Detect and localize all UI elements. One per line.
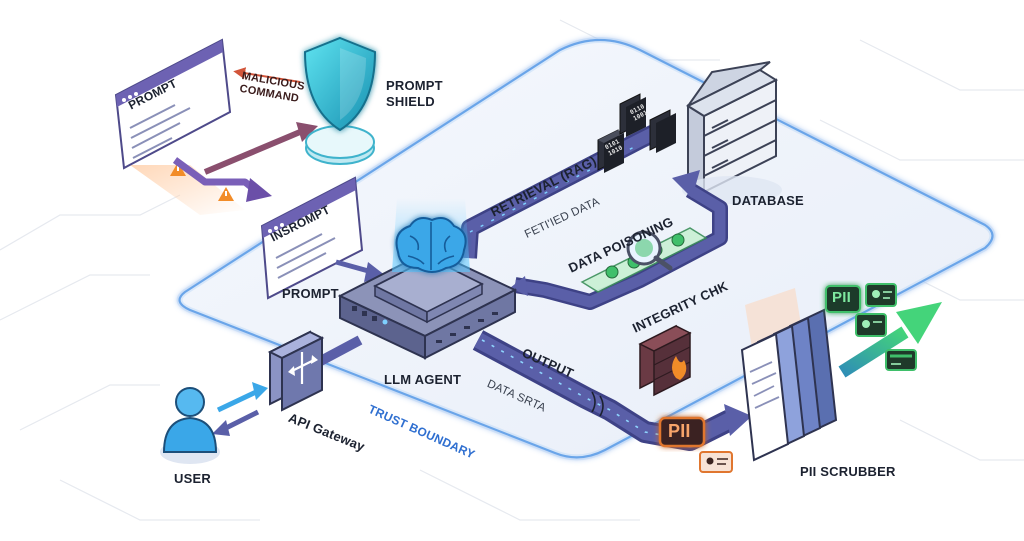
sanitized-output-arrow xyxy=(838,326,909,378)
prompt-label: PROMPT xyxy=(282,286,339,301)
data-block xyxy=(619,93,646,137)
id-card-icon xyxy=(699,451,733,473)
id-card-icon xyxy=(855,313,887,337)
database-label: DATABASE xyxy=(732,193,804,208)
conduit-break-marks xyxy=(591,391,604,417)
prompt-window xyxy=(260,176,364,300)
pii-badge xyxy=(658,416,706,448)
warning-icon xyxy=(218,187,234,201)
magnifier-icon xyxy=(626,230,673,271)
database-server xyxy=(682,61,782,204)
data-block xyxy=(649,109,676,153)
data-block xyxy=(597,129,624,173)
pii-badge-green xyxy=(825,285,861,313)
trust-boundary-platform xyxy=(178,38,994,459)
malicious-prompt-window xyxy=(114,38,232,170)
malicious-command-arrow xyxy=(233,67,301,83)
card-icon xyxy=(885,349,917,371)
prompt-shield xyxy=(303,36,377,165)
user-label: USER xyxy=(174,471,211,486)
pii-scrubber-documents xyxy=(740,288,838,462)
pii-scrubber-label: PII SCRUBBER xyxy=(800,464,896,479)
upward-arrowhead xyxy=(672,170,700,198)
prompt-shield-label: PROMPT SHIELD xyxy=(386,78,443,109)
api-gateway xyxy=(267,330,325,412)
shield-flow-arrow xyxy=(203,129,302,175)
pii-badge-label: PII xyxy=(668,421,691,441)
warning-icon xyxy=(170,162,186,176)
user-icon xyxy=(160,387,220,464)
warning-glow xyxy=(130,165,245,215)
pii-badge-green-label: PII xyxy=(832,289,851,306)
user-gateway-arrows xyxy=(212,382,268,436)
firewall-icon xyxy=(638,324,692,397)
brain-icon xyxy=(395,217,467,273)
id-card-icon xyxy=(865,283,897,307)
llm-agent-label: LLM AGENT xyxy=(384,372,462,387)
